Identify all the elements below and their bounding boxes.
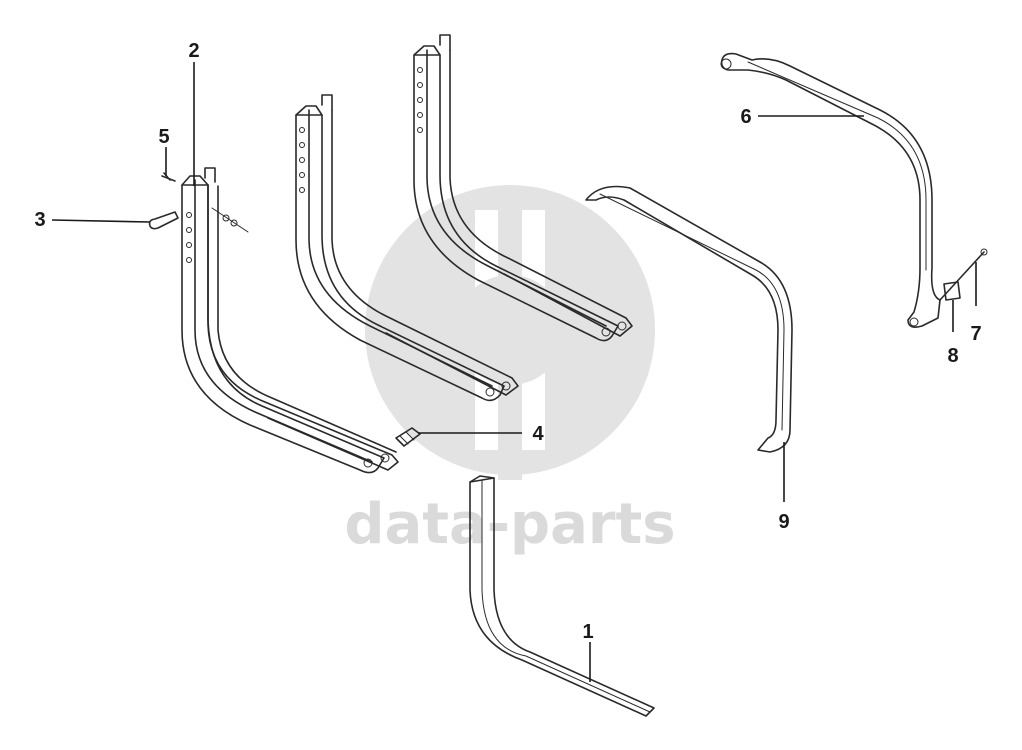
part-pin (395, 427, 421, 447)
part-bracket (943, 281, 961, 301)
leader-lines (51, 62, 977, 682)
callout-7: 7 (970, 323, 981, 345)
callout-4: 4 (532, 423, 544, 445)
callout-5: 5 (158, 126, 169, 148)
part-fork-right (413, 34, 633, 342)
callout-1: 1 (582, 621, 593, 643)
callout-6: 6 (740, 106, 751, 128)
part-strap-curved (585, 185, 793, 453)
part-strap-frame (720, 52, 941, 328)
callout-labels: 1 2 3 4 5 6 7 8 9 (34, 40, 981, 643)
callout-2: 2 (188, 40, 199, 62)
data-parts-logo-icon (365, 185, 655, 480)
callout-9: 9 (778, 511, 789, 533)
part-fork-middle (295, 94, 519, 402)
callout-3: 3 (34, 209, 45, 231)
part-tine (469, 475, 655, 717)
part-bolt (939, 248, 988, 301)
watermark-text: data-parts (344, 492, 675, 557)
callout-8: 8 (947, 345, 958, 367)
part-fork-left (148, 167, 399, 474)
